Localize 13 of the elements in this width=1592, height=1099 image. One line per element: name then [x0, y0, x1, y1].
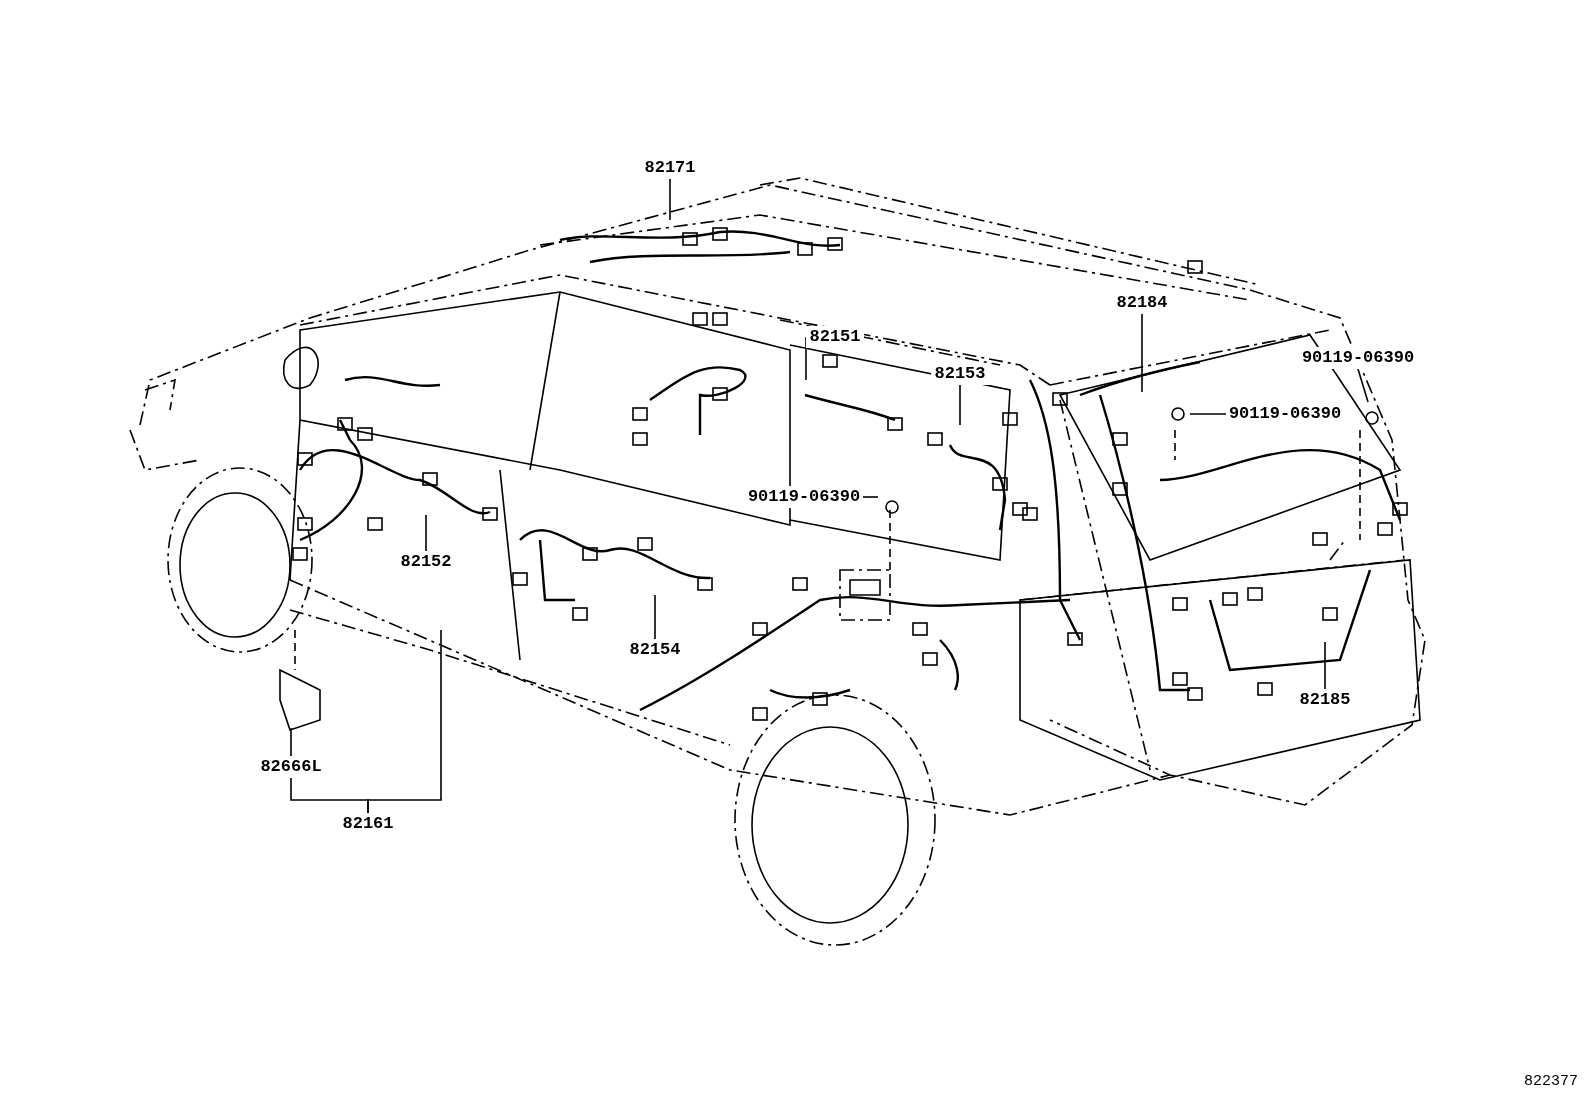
leader-line — [959, 384, 961, 426]
leader-line — [1189, 413, 1227, 415]
leader-line — [654, 594, 656, 640]
leader-line — [1357, 368, 1369, 403]
leader-line — [1324, 641, 1326, 690]
leader-line — [1141, 313, 1143, 393]
part-number: 82151 — [806, 326, 864, 348]
leader-line — [669, 178, 671, 221]
figure-number: 822377 — [1524, 1071, 1578, 1092]
leader-line — [367, 629, 442, 814]
leader-line — [425, 514, 427, 552]
leader-line — [862, 496, 879, 498]
leader-line — [290, 727, 292, 757]
